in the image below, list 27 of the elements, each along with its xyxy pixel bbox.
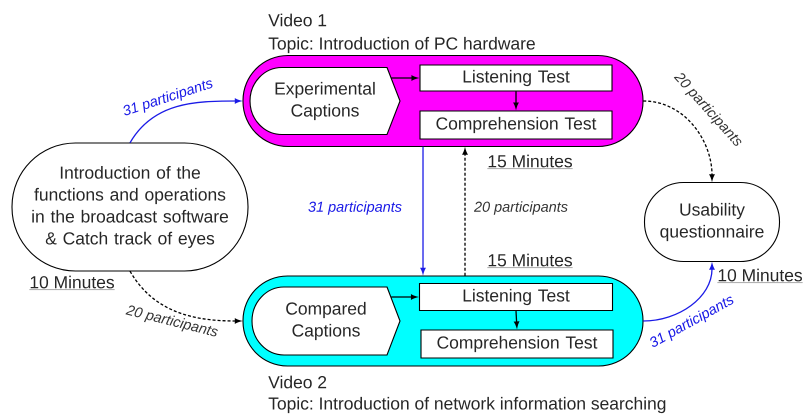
rounded-box: Usability questionnaire (644, 182, 780, 262)
node-label: Topic: Introduction of PC hardware (268, 36, 535, 54)
arrow (420, 146, 426, 274)
edge-label: 20 participants (125, 306, 218, 336)
test-box: Listening Test (418, 282, 614, 312)
arrow (514, 92, 519, 108)
duration-label: 15 Minutes (487, 154, 573, 169)
edge-label: 31 participants (308, 201, 402, 215)
node-label: Video 1 (268, 14, 326, 26)
duration-label: 15 Minutes (487, 254, 573, 268)
arrow (643, 264, 715, 322)
arrow (391, 294, 417, 300)
arrow (391, 75, 418, 81)
node-label: Topic: Introduction of network information searching (268, 396, 666, 414)
test-box: Comprehension Test (419, 110, 613, 140)
rounded-box: Introduction of the functions and operations in the broadcast software & Catch track of eyes (11, 142, 249, 272)
node-label: Video 2 (268, 376, 326, 388)
arrow (643, 100, 715, 180)
test-box: Listening Test (419, 64, 613, 92)
arrow (514, 311, 520, 328)
duration-label: 10 Minutes (29, 276, 115, 290)
arrow (129, 270, 241, 324)
test-box: Comprehension Test (420, 329, 614, 359)
edge-label: 20 participants (474, 201, 568, 215)
arrow (129, 98, 241, 144)
duration-label: 10 Minutes (717, 268, 803, 283)
arrow (462, 148, 468, 276)
